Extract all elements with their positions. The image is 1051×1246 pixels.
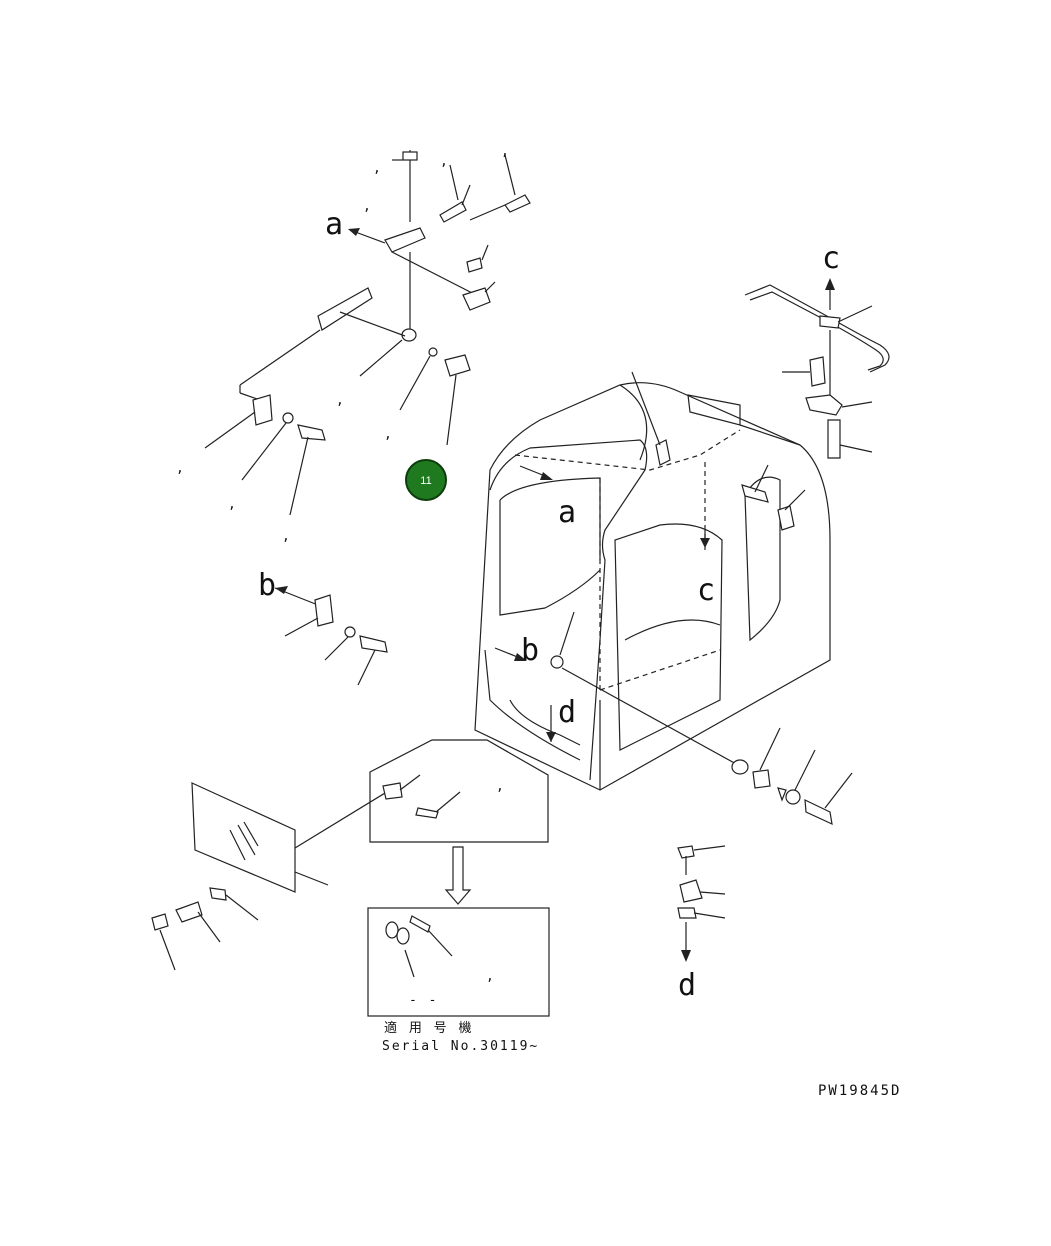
hinge-assembly-top: , , , , , , , , , xyxy=(176,144,531,544)
window-glass-panel xyxy=(191,782,391,893)
callout-number: 11 xyxy=(420,475,431,487)
serial-note-range: Serial No.30119~ xyxy=(382,1039,539,1054)
svg-text:,: , xyxy=(440,154,450,169)
svg-text:,: , xyxy=(228,497,238,512)
fastener-set-right xyxy=(731,727,853,826)
svg-text:,: , xyxy=(336,393,346,408)
detail-box-before: , xyxy=(369,739,549,843)
detail-box2-dashes: - - xyxy=(409,993,438,1008)
view-label-b-left: b xyxy=(258,568,276,603)
svg-text:,: , xyxy=(373,161,383,176)
clip-assembly-d xyxy=(677,845,726,962)
drawing-code: PW19845D xyxy=(818,1083,901,1099)
svg-text:,: , xyxy=(282,529,292,544)
svg-text:,: , xyxy=(501,144,511,159)
view-label-c-cab: c xyxy=(697,573,715,608)
rod-assembly-c xyxy=(744,278,890,459)
detail-box2-comma: , xyxy=(486,969,496,984)
callout-11[interactable]: 11 xyxy=(405,459,447,501)
glass-fasteners xyxy=(151,887,259,971)
view-label-a-top: a xyxy=(325,207,343,242)
view-label-b-cab: b xyxy=(521,633,539,668)
view-label-a-cab: a xyxy=(558,495,576,530)
svg-text:,: , xyxy=(363,199,373,214)
transition-arrow xyxy=(444,846,472,905)
view-label-c-top: c xyxy=(822,241,840,276)
svg-text:,: , xyxy=(176,461,186,476)
svg-text:,: , xyxy=(384,427,394,442)
detail-box-after: , - - xyxy=(367,907,550,1017)
view-label-d-bottom: d xyxy=(678,968,696,1003)
hinge-assembly-b xyxy=(274,586,388,686)
serial-note-japanese: 適 用 号 機 xyxy=(384,1020,473,1036)
view-label-d-cab: d xyxy=(558,695,576,730)
cab-frame xyxy=(474,371,831,791)
detail-box-comma: , xyxy=(496,779,506,794)
